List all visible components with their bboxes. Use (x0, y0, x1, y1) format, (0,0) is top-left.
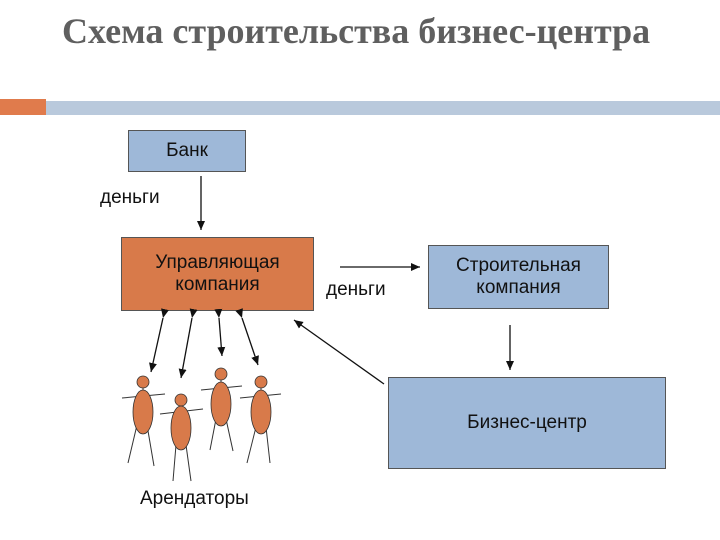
tenant-figure-4 (239, 375, 282, 464)
title-accent-bar (0, 99, 46, 115)
money-label-bank: деньги (100, 187, 160, 208)
tenant-figure-1 (121, 375, 166, 467)
arrow-business-center-to-management (293, 319, 385, 385)
tenant-arrow-3 (214, 308, 226, 357)
tenants-label: Арендаторы (140, 488, 249, 509)
tenant-arrow-2 (178, 308, 198, 379)
tenant-figure-3 (200, 367, 243, 452)
management-company-box: Управляющая компания (121, 237, 314, 311)
tenant-arrow-1 (149, 308, 169, 373)
tenant-figure-2 (159, 393, 204, 482)
construction-company-box: Строительная компания (428, 245, 609, 309)
tenant-arrow-4 (235, 308, 259, 366)
title-underline (46, 99, 720, 115)
bank-box: Банк (128, 130, 246, 172)
money-label-construction: деньги (326, 279, 386, 300)
tenant-arrows (149, 308, 259, 379)
slide-title: Схема строительства бизнес-центра (62, 11, 651, 51)
business-center-box: Бизнес-центр (388, 377, 666, 469)
